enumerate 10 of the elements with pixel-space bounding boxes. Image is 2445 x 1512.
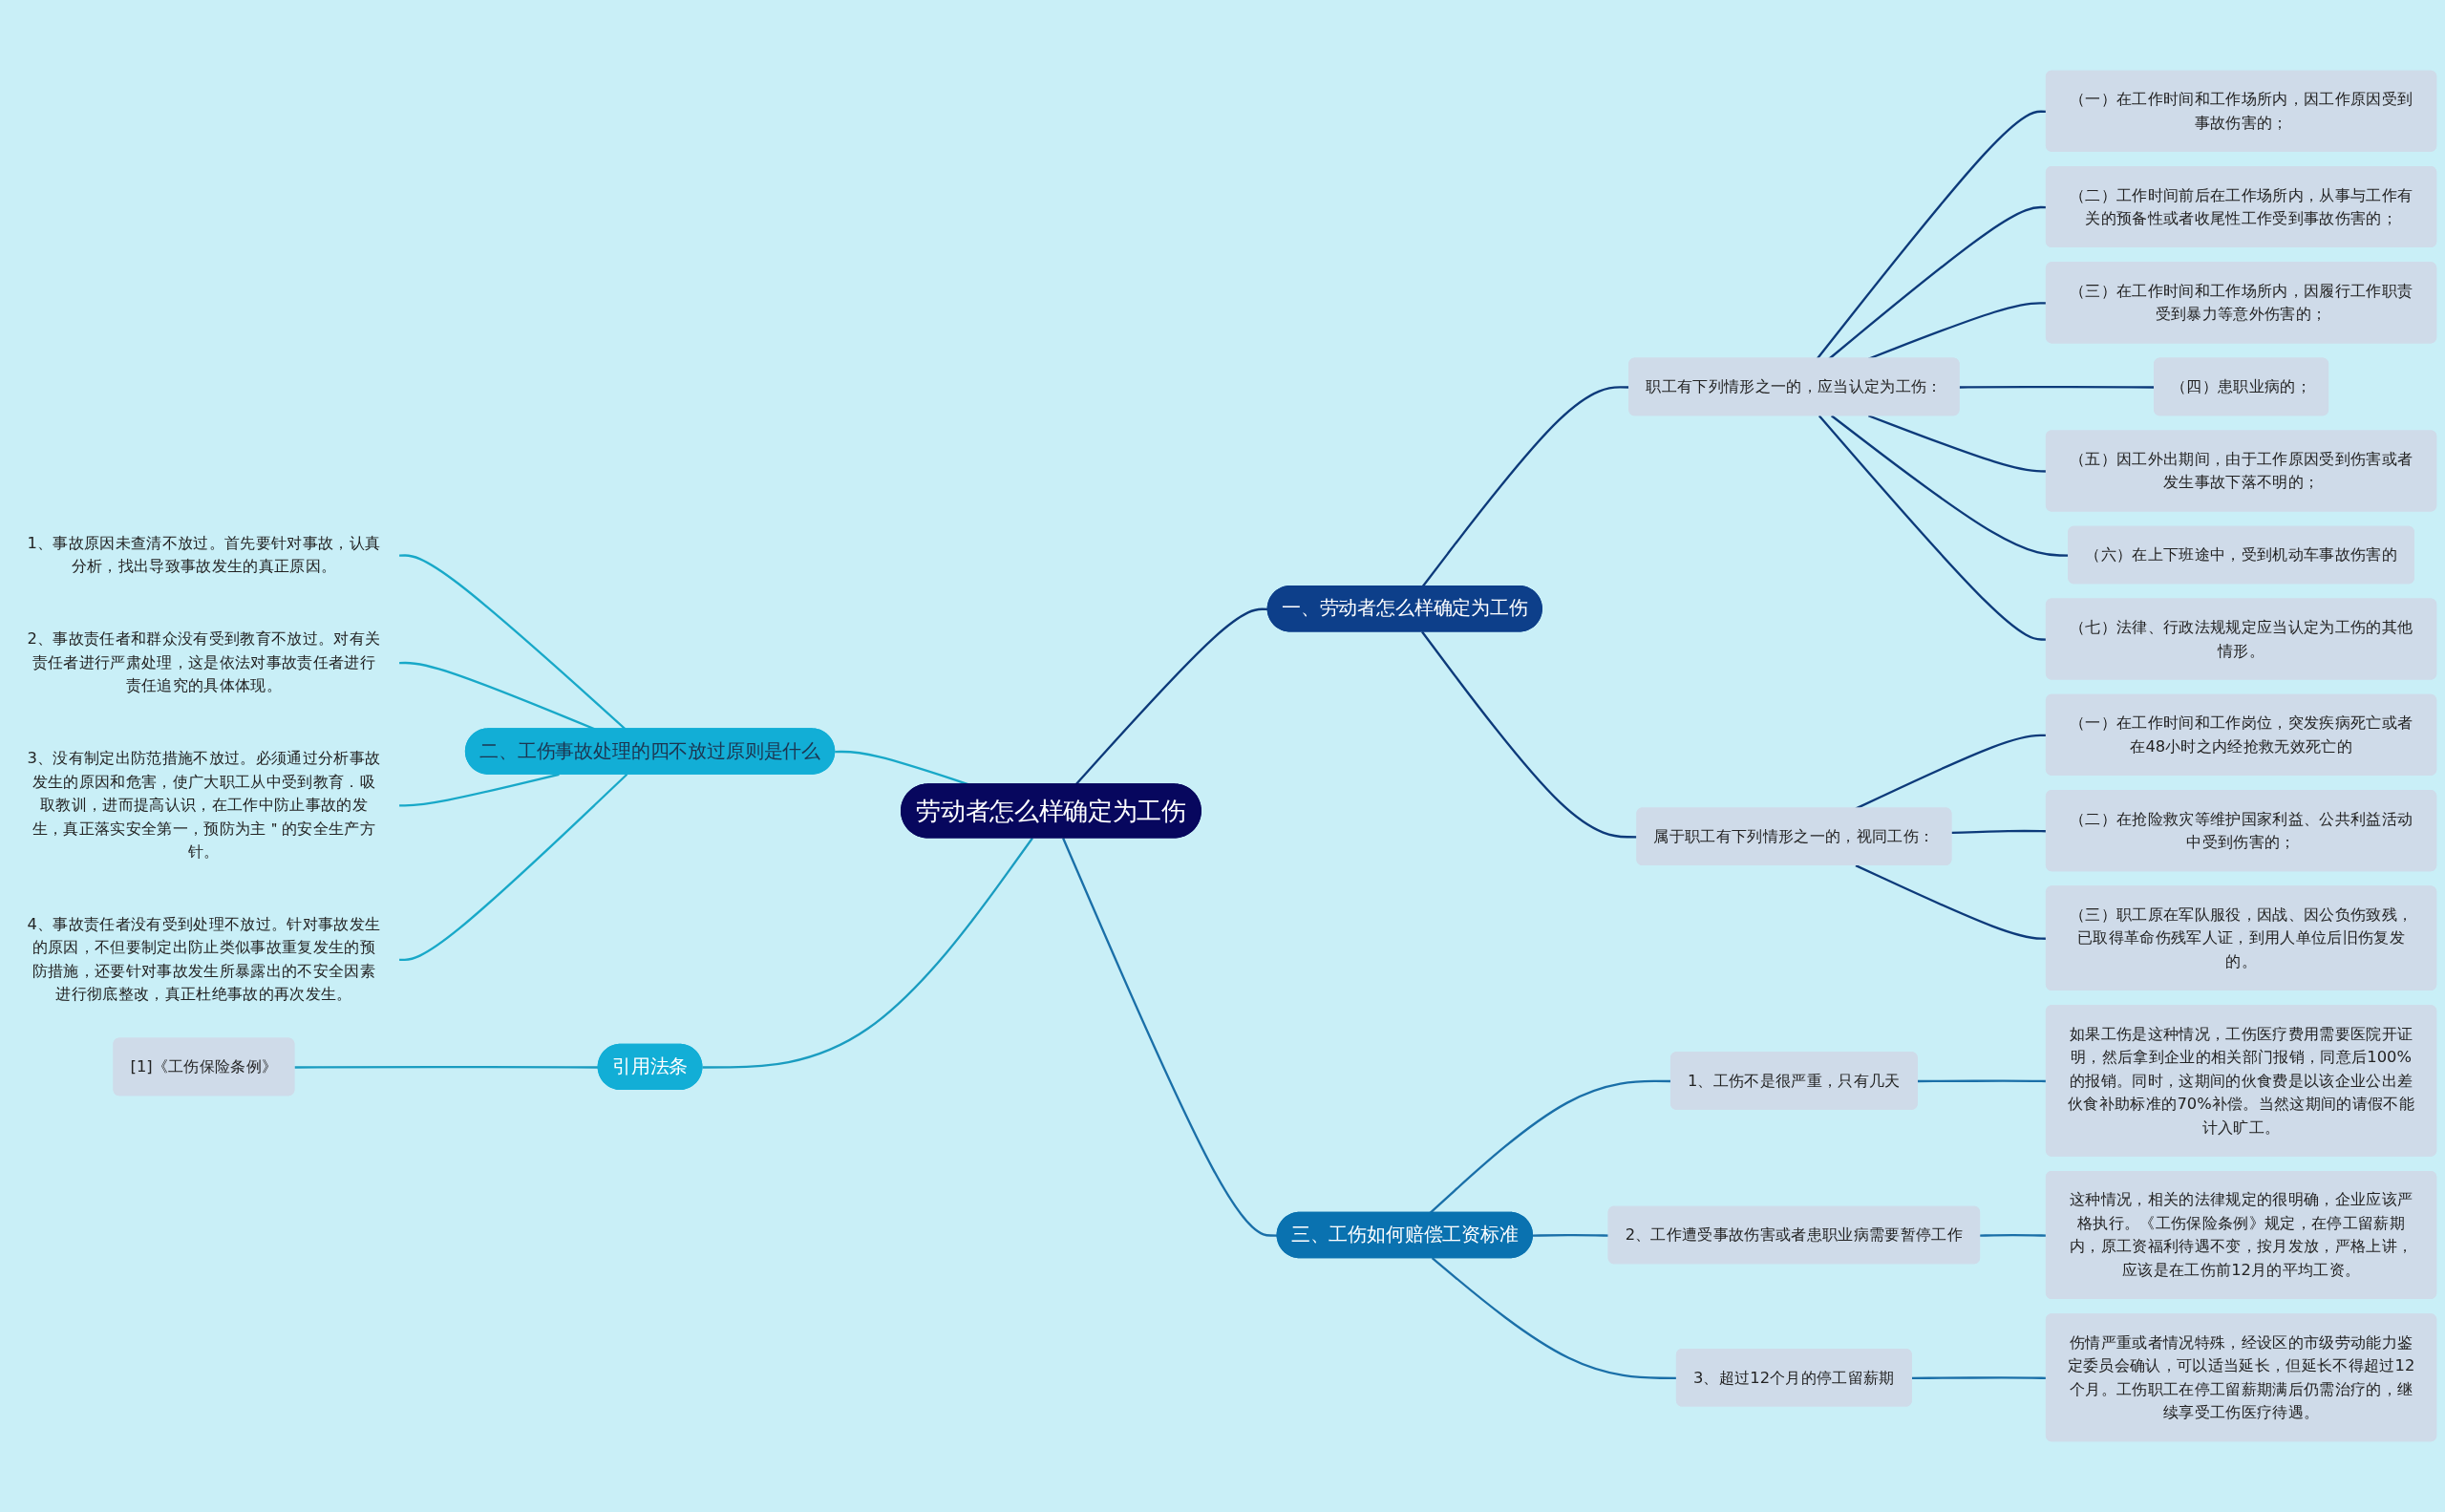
node-text: 1、事故原因未查清不放过。首先要针对事故，认真分析，找出导致事故发生的真正原因。	[27, 533, 381, 575]
connector	[399, 773, 628, 962]
connector	[1062, 838, 1278, 1237]
node-text: 4、事故责任者没有受到处理不放过。针对事故发生的原因，不但要制定出防止类似事故重复发生的预防措施，还要针对事故发生所暴露出的不安全因素进行彻底整改，真正杜绝事故的再次发生。	[27, 914, 381, 1003]
connector	[399, 773, 560, 807]
node-text: 2、事故责任者和群众没有受到教育不放过。对有关责任者进行严肃处理，这是依法对事故责任者进行责任追究的具体体现。	[27, 629, 381, 694]
connector	[702, 837, 1033, 1069]
connector	[1532, 1234, 1609, 1237]
connector	[294, 1065, 599, 1069]
node-text: 3、没有制定出防范措施不放过。必须通过分析事故发生的原因和危害，使广大职工从中受到教育．吸取教训，进而提高认识，在工作中防止事故的发生，真正落实安全第一，预防为主＂的安全生产方针。	[27, 748, 381, 861]
